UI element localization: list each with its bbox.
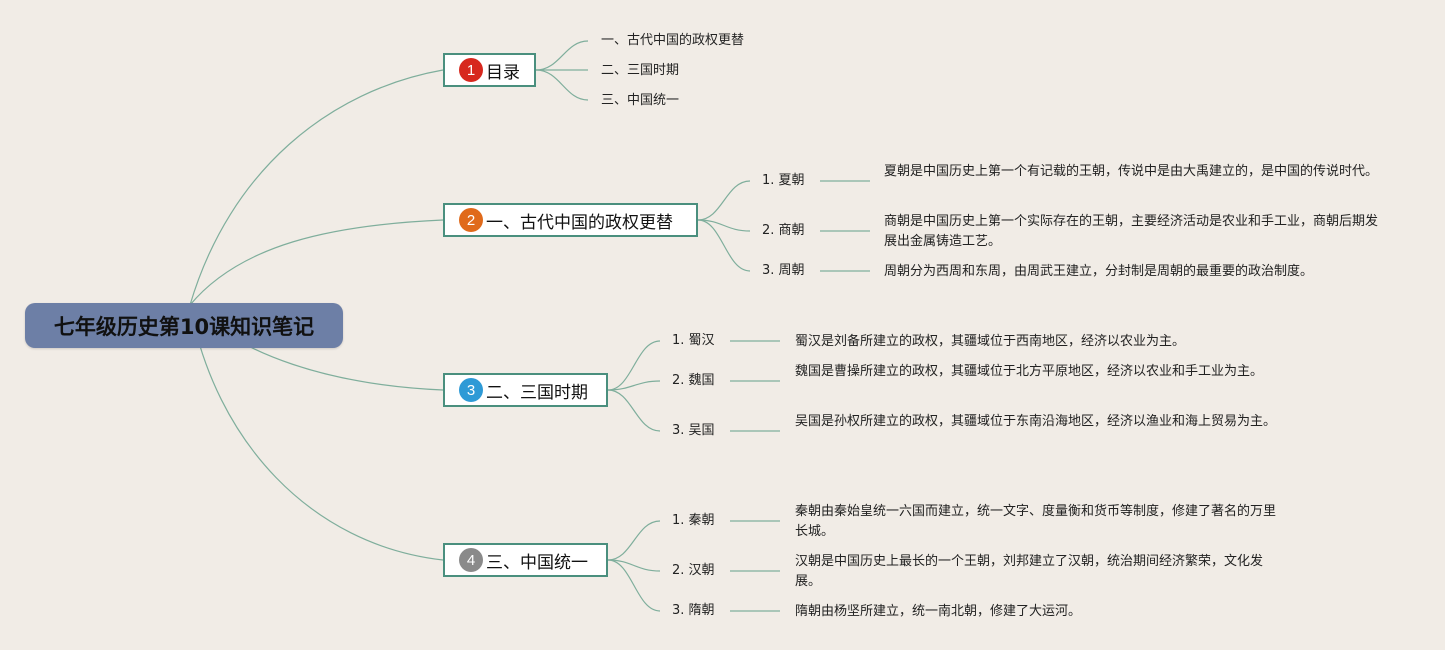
subtopic-label[interactable]: 3. 吴国 (672, 423, 715, 438)
subtopic-label[interactable]: 3. 周朝 (762, 263, 805, 278)
subtopic-label[interactable]: 2. 魏国 (672, 373, 715, 388)
subtopic-description: 魏国是曹操所建立的政权，其疆域位于北方平原地区，经济以农业和手工业为主。 (795, 364, 1264, 379)
number-2-badge: 2 (459, 208, 483, 232)
number-3-badge: 3 (459, 378, 483, 402)
subtopic-description: 周朝分为西周和东周，由周武王建立，分封制是周朝的最重要的政治制度。 (884, 264, 1314, 279)
subtopic-description: 商朝是中国历史上第一个实际存在的王朝，主要经济活动是农业和手工业，商朝后期发展出… (884, 214, 1379, 249)
branch-label: 三、中国统一 (486, 552, 588, 573)
branch-three-kingdoms[interactable]: 3 二、三国时期 (443, 373, 608, 407)
branch-unification[interactable]: 4 三、中国统一 (443, 543, 608, 577)
catalog-item[interactable]: 二、三国时期 (601, 63, 680, 78)
subtopic-label[interactable]: 1. 夏朝 (762, 173, 805, 188)
subtopic-label[interactable]: 3. 隋朝 (672, 603, 715, 618)
root-title: 七年级历史第10课知识笔记 (53, 314, 315, 339)
subtopic-label[interactable]: 2. 汉朝 (672, 563, 715, 578)
branch-ancient-regimes[interactable]: 2 一、古代中国的政权更替 (443, 203, 698, 237)
subtopic-description: 蜀汉是刘备所建立的政权，其疆域位于西南地区，经济以农业为主。 (795, 334, 1186, 349)
number-4-badge: 4 (459, 548, 483, 572)
subtopic-description: 汉朝是中国历史上最长的一个王朝，刘邦建立了汉朝，统治期间经济繁荣，文化发展。 (795, 554, 1264, 589)
subtopic-description: 秦朝由秦始皇统一六国而建立，统一文字、度量衡和货币等制度，修建了著名的万里长城。 (795, 504, 1277, 539)
subtopic-label[interactable]: 1. 秦朝 (672, 513, 715, 528)
number-1-badge: 1 (459, 58, 483, 82)
branch-label: 二、三国时期 (486, 382, 588, 403)
catalog-item[interactable]: 三、中国统一 (601, 93, 680, 108)
subtopic-description: 吴国是孙权所建立的政权，其疆域位于东南沿海地区，经济以渔业和海上贸易为主。 (795, 414, 1277, 429)
branch-catalog[interactable]: 1 目录 (443, 53, 536, 87)
subtopic-label[interactable]: 2. 商朝 (762, 223, 805, 238)
root-topic[interactable]: 七年级历史第10课知识笔记 (25, 303, 343, 348)
subtopic-description: 夏朝是中国历史上第一个有记载的王朝，传说中是由大禹建立的，是中国的传说时代。 (884, 164, 1379, 179)
branch-label: 目录 (486, 62, 520, 83)
branch-label: 一、古代中国的政权更替 (486, 212, 673, 233)
catalog-item[interactable]: 一、古代中国的政权更替 (601, 33, 745, 48)
subtopic-description: 隋朝由杨坚所建立，统一南北朝，修建了大运河。 (795, 604, 1082, 619)
subtopic-label[interactable]: 1. 蜀汉 (672, 333, 715, 348)
